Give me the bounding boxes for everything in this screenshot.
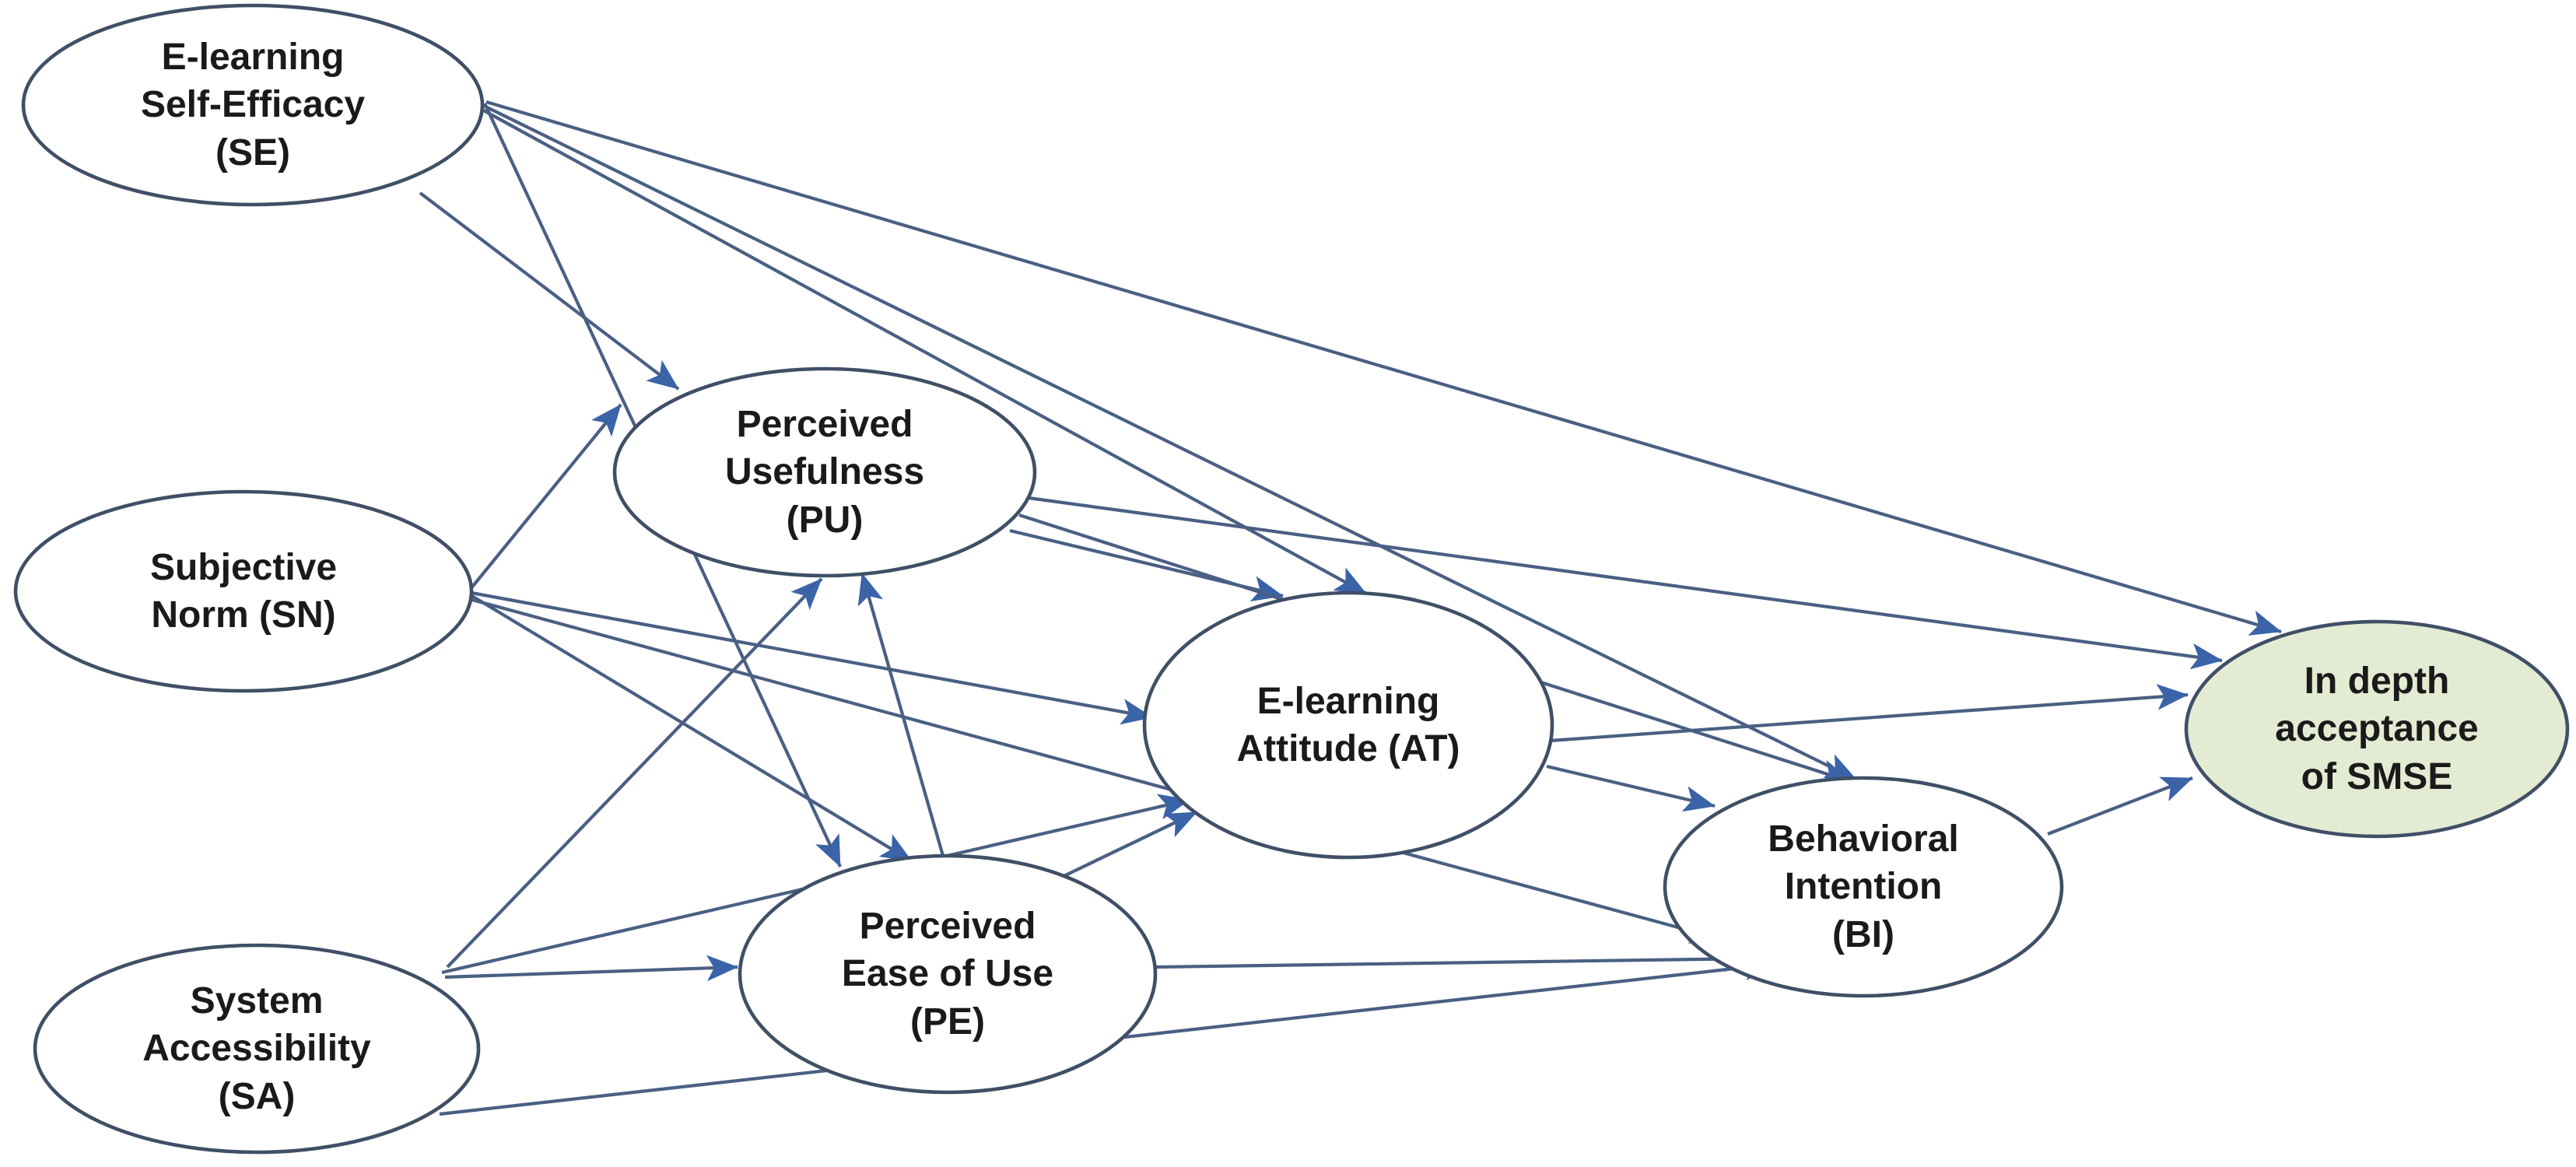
edge-sn-pu	[468, 403, 622, 591]
edge-sa-pe	[444, 955, 738, 982]
edge-bi-smse	[2047, 776, 2193, 836]
edge-se-at	[479, 107, 1368, 595]
edge-se-pu	[419, 191, 680, 391]
node-pu[interactable]	[612, 366, 1037, 578]
node-layer	[13, 3, 2570, 1155]
edge-se-smse	[485, 100, 2282, 636]
edge-pe-bi	[1154, 945, 1755, 972]
edge-pe-pu	[857, 573, 945, 857]
node-bi[interactable]	[1663, 776, 2064, 998]
edge-at-bi	[1546, 764, 1716, 812]
edge-se-bi	[483, 104, 1857, 781]
node-sa[interactable]	[33, 943, 481, 1155]
node-at[interactable]	[1142, 591, 1554, 860]
edge-pu-smse	[1028, 496, 2223, 670]
edge-sn-pe	[469, 594, 913, 863]
edge-sn-at	[471, 591, 1153, 725]
edge-at-smse	[1550, 684, 2189, 743]
node-smse[interactable]	[2184, 619, 2570, 839]
edge-sa-pu	[446, 577, 823, 969]
node-sn[interactable]	[13, 489, 474, 693]
node-pe[interactable]	[738, 853, 1158, 1095]
node-se[interactable]	[21, 3, 485, 207]
edge-sn-bi	[471, 598, 1722, 944]
